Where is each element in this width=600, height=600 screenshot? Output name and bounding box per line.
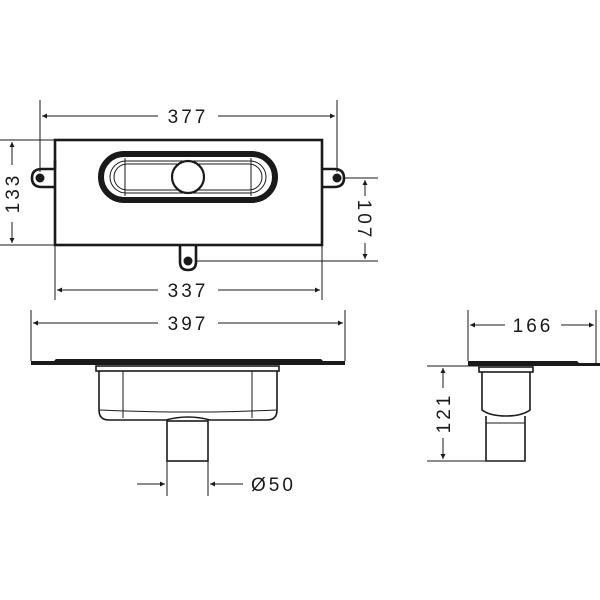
dim-107: 107	[353, 200, 374, 241]
bottom-mounting-lug	[178, 245, 198, 272]
dim-133: 133	[3, 173, 24, 214]
front-outlet-pipe	[166, 420, 209, 462]
dim-diameter-50: Ø50	[251, 475, 296, 496]
side-flange	[468, 361, 600, 366]
side-view: 166 121	[427, 310, 600, 462]
drain-slot-outer	[98, 151, 278, 203]
dim-397: 397	[168, 314, 209, 335]
dim-377: 377	[168, 107, 209, 128]
drain-outlet-circle	[170, 159, 206, 195]
left-mounting-lug	[30, 167, 55, 189]
left-lug-hole	[35, 173, 45, 183]
bottom-lug-hole	[183, 256, 193, 266]
dim-121: 121	[434, 393, 455, 434]
side-outlet-pipe	[485, 416, 526, 462]
dim-337: 337	[168, 281, 209, 302]
right-lug-hole	[332, 173, 342, 183]
front-drain-box	[98, 371, 278, 421]
front-flange	[31, 359, 345, 365]
top-view: 377 133 107 337	[0, 100, 378, 302]
front-view: 397 Ø50	[30, 310, 346, 496]
dim-166: 166	[513, 316, 554, 337]
side-drain-body	[481, 372, 531, 417]
